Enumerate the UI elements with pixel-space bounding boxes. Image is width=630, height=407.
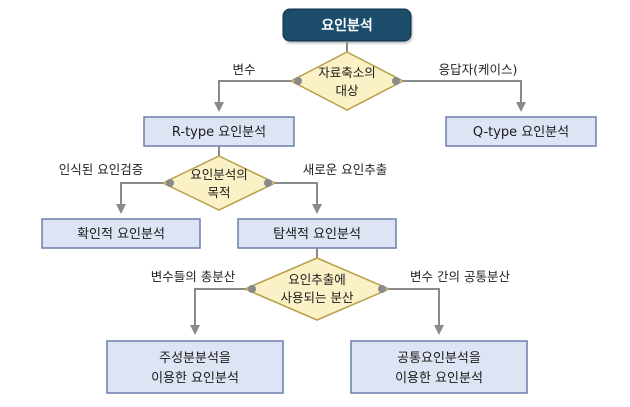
junction-dot: [378, 285, 386, 293]
branch-right: [275, 182, 322, 214]
box-label-line-2: 이용한 요인분석: [395, 371, 483, 386]
box-label: 탐색적 요인분석: [273, 227, 361, 242]
branch-right: [389, 288, 444, 335]
decision-line-2: 목적: [207, 185, 230, 200]
junction-dot: [294, 77, 302, 85]
box-confirmatory: 확인적 요인분석: [41, 218, 201, 249]
box-label: R-type 요인분석: [172, 125, 266, 140]
title-label: 요인분석: [321, 17, 373, 34]
junction-dot: [248, 285, 256, 293]
junction-dot: [264, 179, 272, 187]
branch-label-confirm: 인식된 요인검증: [59, 162, 143, 177]
junction-dot: [392, 77, 400, 85]
decision-line-1: 자료축소의: [318, 65, 376, 80]
branch-left: [214, 80, 291, 112]
branch-label-common-variance: 변수 간의 공통분산: [410, 269, 510, 284]
branch-left: [116, 182, 163, 214]
box-label-line-2: 이용한 요인분석: [151, 371, 239, 386]
branch-label-extract: 새로운 요인추출: [303, 162, 387, 177]
decision-line-1: 요인분석의: [190, 167, 248, 182]
box-principal-component: 주성분분석을 이용한 요인분석: [106, 340, 284, 394]
junction-dot: [166, 179, 174, 187]
box-label-line-1: 주성분분석을: [159, 351, 231, 366]
box-exploratory: 탐색적 요인분석: [237, 218, 397, 249]
decision-line-2: 사용되는 분산: [281, 290, 354, 305]
branch-label-total-variance: 변수들의 총분산: [151, 269, 236, 284]
branch-label-respondents: 응답자(케이스): [439, 62, 518, 77]
branch-right: [403, 80, 526, 112]
box-label: 확인적 요인분석: [77, 227, 165, 242]
box-q-type: Q-type 요인분석: [445, 116, 597, 147]
branch-label-variables: 변수: [232, 62, 255, 77]
box-label-line-1: 공통요인분석을: [397, 351, 481, 366]
box-r-type: R-type 요인분석: [143, 116, 295, 147]
box-common-factor: 공통요인분석을 이용한 요인분석: [350, 340, 528, 394]
title-node: 요인분석: [282, 8, 412, 42]
decision-line-2: 대상: [335, 83, 359, 98]
box-label: Q-type 요인분석: [473, 125, 569, 140]
decision-variance: 요인추출에 사용되는 분산: [243, 257, 391, 321]
decision-purpose: 요인분석의 목적: [161, 155, 277, 211]
branch-left: [190, 288, 245, 335]
decision-line-1: 요인추출에: [288, 272, 346, 287]
decision-target-of-reduction: 자료축소의 대상: [289, 51, 405, 111]
